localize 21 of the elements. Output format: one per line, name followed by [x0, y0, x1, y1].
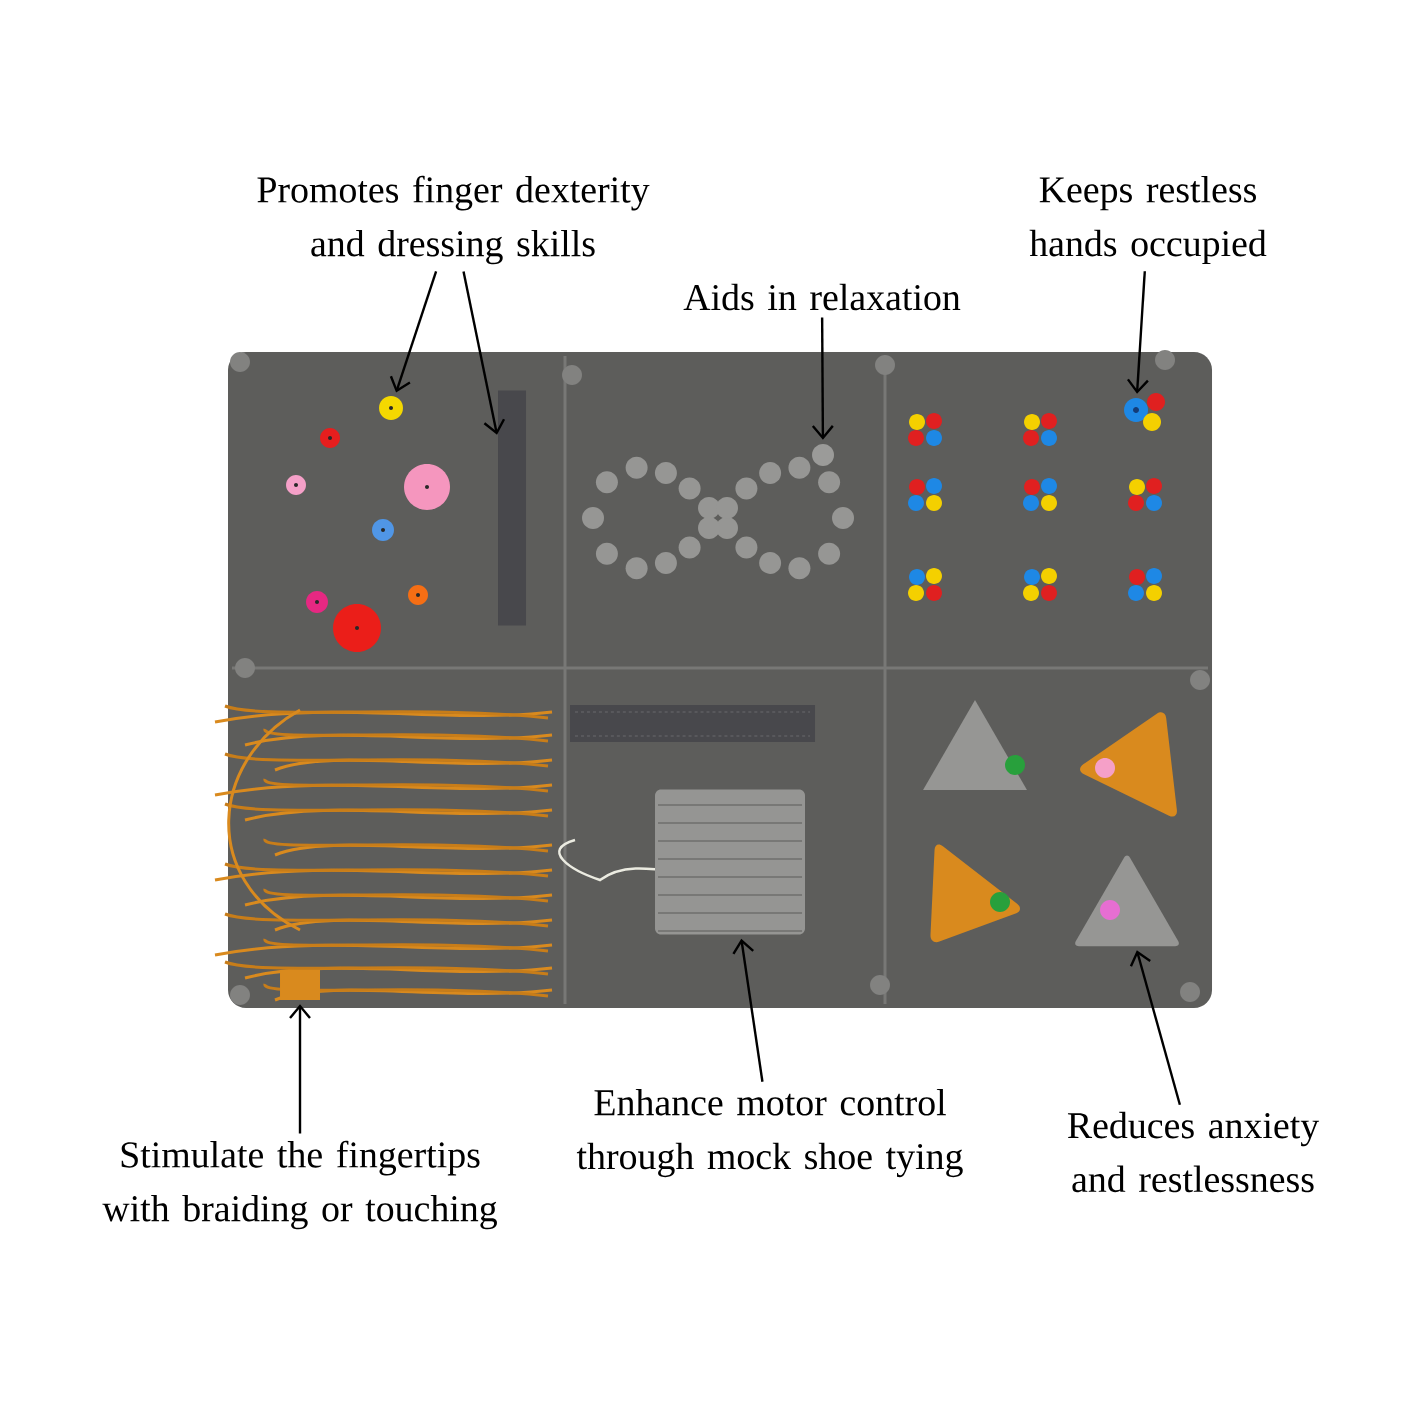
crochet-ladder — [655, 789, 805, 935]
zipper — [498, 390, 526, 626]
arrow — [389, 270, 438, 393]
arrow — [811, 317, 834, 440]
bobble — [812, 444, 834, 466]
annotation-text: Enhance motor control through mock shoe tying — [576, 1088, 963, 1178]
arrow — [1129, 950, 1182, 1106]
arrow — [462, 271, 506, 435]
arrow — [289, 1004, 311, 1134]
annotation-text: Reduces anxiety and restlessness — [1067, 1111, 1320, 1193]
annotation-text: Promotes finger dexterity and dressing skills — [257, 175, 650, 265]
arrow — [1126, 271, 1149, 394]
triangle-patch — [923, 700, 1027, 790]
button — [379, 396, 403, 420]
annotation-text: Keeps restless hands occupied — [1029, 175, 1267, 265]
bead — [1124, 398, 1148, 422]
arrow — [732, 938, 764, 1082]
yarn-fringe — [280, 970, 320, 1000]
triangle-patch — [1075, 855, 1179, 947]
annotation-text: Stimulate the fingertips with braiding or touching — [102, 1140, 497, 1230]
annotation-text: Aids in relaxation — [683, 283, 961, 311]
